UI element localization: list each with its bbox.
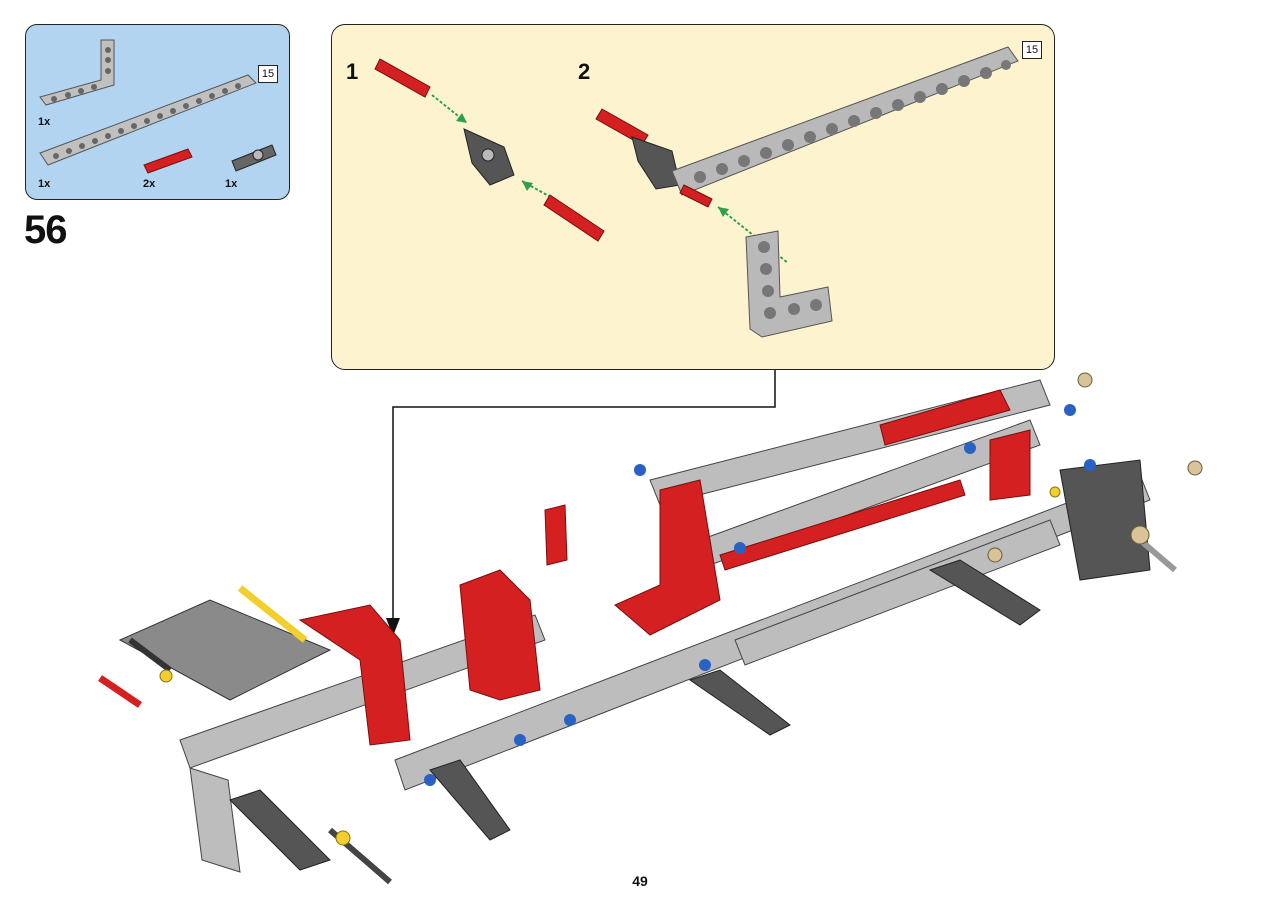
placement-arrow-icon	[386, 618, 400, 636]
page-number: 49	[632, 873, 648, 889]
yellow-bushings	[159, 486, 1061, 846]
substep-1-illustration	[374, 58, 605, 242]
beam-15-part	[39, 74, 257, 166]
l-beam-part	[39, 39, 115, 106]
parts-illustration	[39, 39, 277, 174]
substep-label-1: 1	[346, 59, 359, 84]
subassembly-illustration	[374, 46, 1019, 338]
tan-pins	[987, 372, 1203, 563]
qty-beam-15: 1x	[38, 178, 51, 190]
pin-connector-part	[231, 144, 277, 172]
subassembly-callout: 1 2 15	[331, 24, 1055, 370]
red-axle-pin-part	[143, 148, 193, 174]
beam-size-tag: 15	[258, 65, 278, 83]
qty-l-beam: 1x	[38, 116, 51, 128]
chassis-frame	[118, 379, 1151, 873]
callout-leader-line	[392, 370, 776, 628]
step-number: 56	[24, 208, 67, 252]
substep-size-tag: 15	[1022, 41, 1042, 59]
qty-red-axle-pin: 2x	[143, 178, 156, 190]
blue-pins	[424, 404, 1096, 786]
parts-list-callout: 1x 1x 2x 1x 15	[25, 24, 290, 200]
dark-components	[229, 459, 1151, 871]
qty-pin-connector: 1x	[225, 178, 238, 190]
substep-2-illustration	[595, 46, 1019, 338]
axles	[98, 537, 1177, 885]
red-components	[298, 389, 1031, 746]
substep-label-2: 2	[578, 59, 591, 84]
